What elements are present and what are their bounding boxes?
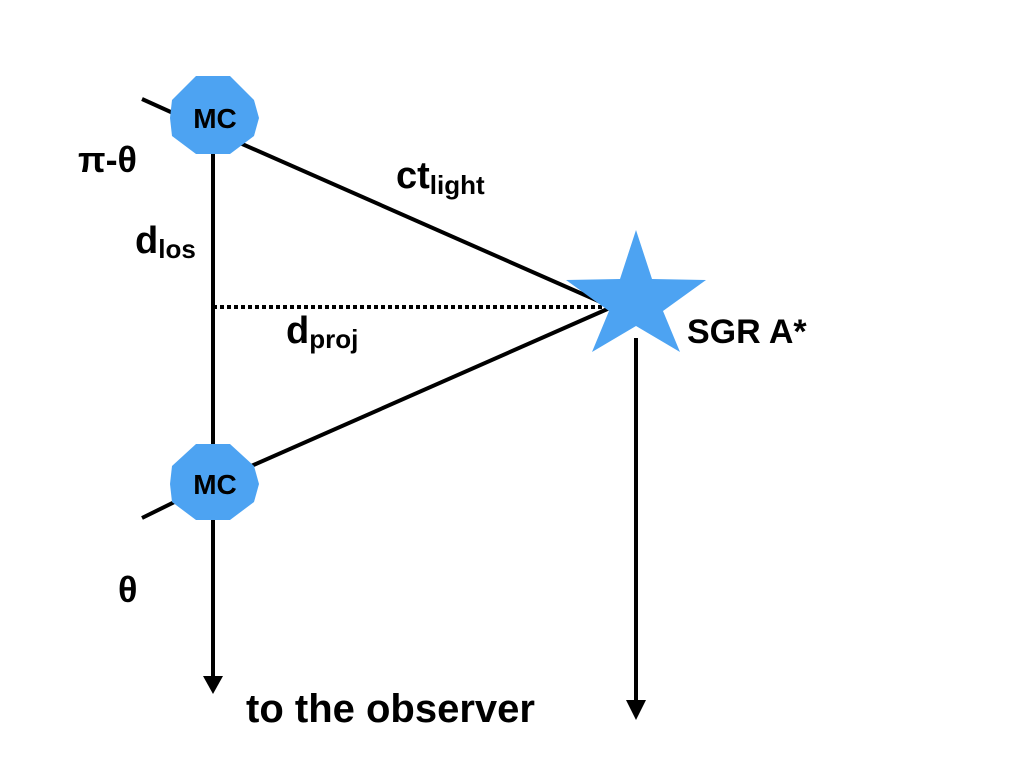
ct-light-line	[214, 130, 613, 309]
lower-line	[214, 305, 613, 484]
mc-top-label: MC	[193, 103, 237, 134]
angle-bottom-label: θ	[118, 569, 137, 610]
dproj-sub: proj	[309, 324, 358, 354]
dproj-main: d	[286, 310, 309, 352]
ct-light-label: ctlight	[396, 155, 485, 200]
right-arrow-head	[626, 700, 646, 720]
dlos-label: dlos	[135, 220, 196, 264]
ct-sub: light	[430, 170, 485, 200]
angle-top-label: π-θ	[78, 139, 137, 180]
mc-bottom-label: MC	[193, 469, 237, 500]
sgr-a-star-label: SGR A*	[687, 313, 807, 351]
dproj-label: dproj	[286, 310, 358, 354]
left-arrow-head	[203, 676, 223, 694]
dlos-main: d	[135, 220, 158, 262]
octagon-icon	[170, 76, 259, 154]
dlos-sub: los	[158, 234, 196, 264]
star-icon	[566, 230, 706, 352]
ct-main: ct	[396, 155, 430, 197]
octagon-icon	[170, 444, 259, 520]
observer-label: to the observer	[246, 687, 535, 731]
